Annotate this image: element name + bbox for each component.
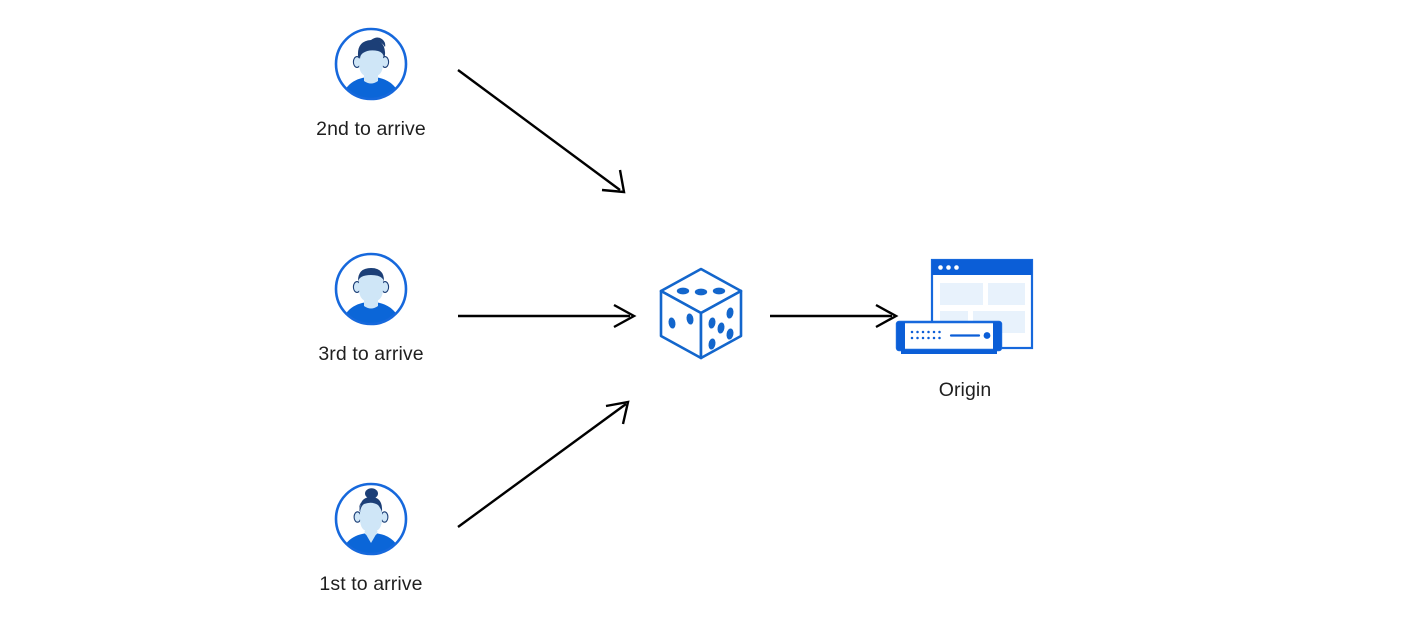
arrow-bottom <box>457 400 630 528</box>
client-node-top[interactable]: 2nd to arrive <box>281 26 461 140</box>
user-avatar-icon <box>333 481 409 557</box>
client-label-middle: 3rd to arrive <box>318 343 424 365</box>
server-device-icon <box>895 320 1003 354</box>
origin-node[interactable]: Origin <box>855 254 1075 401</box>
client-node-bottom[interactable]: 1st to arrive <box>281 481 461 595</box>
dice-cube-icon <box>655 265 747 363</box>
user-avatar-icon <box>333 26 409 102</box>
client-label-top: 2nd to arrive <box>316 118 426 140</box>
client-label-bottom: 1st to arrive <box>319 573 423 595</box>
origin-label: Origin <box>938 379 992 401</box>
dice-node[interactable] <box>655 265 747 363</box>
origin-server-icon <box>855 254 1075 364</box>
client-node-middle[interactable]: 3rd to arrive <box>281 251 461 365</box>
arrow-top <box>457 69 626 194</box>
user-avatar-icon <box>333 251 409 327</box>
arrow-middle <box>458 303 637 329</box>
